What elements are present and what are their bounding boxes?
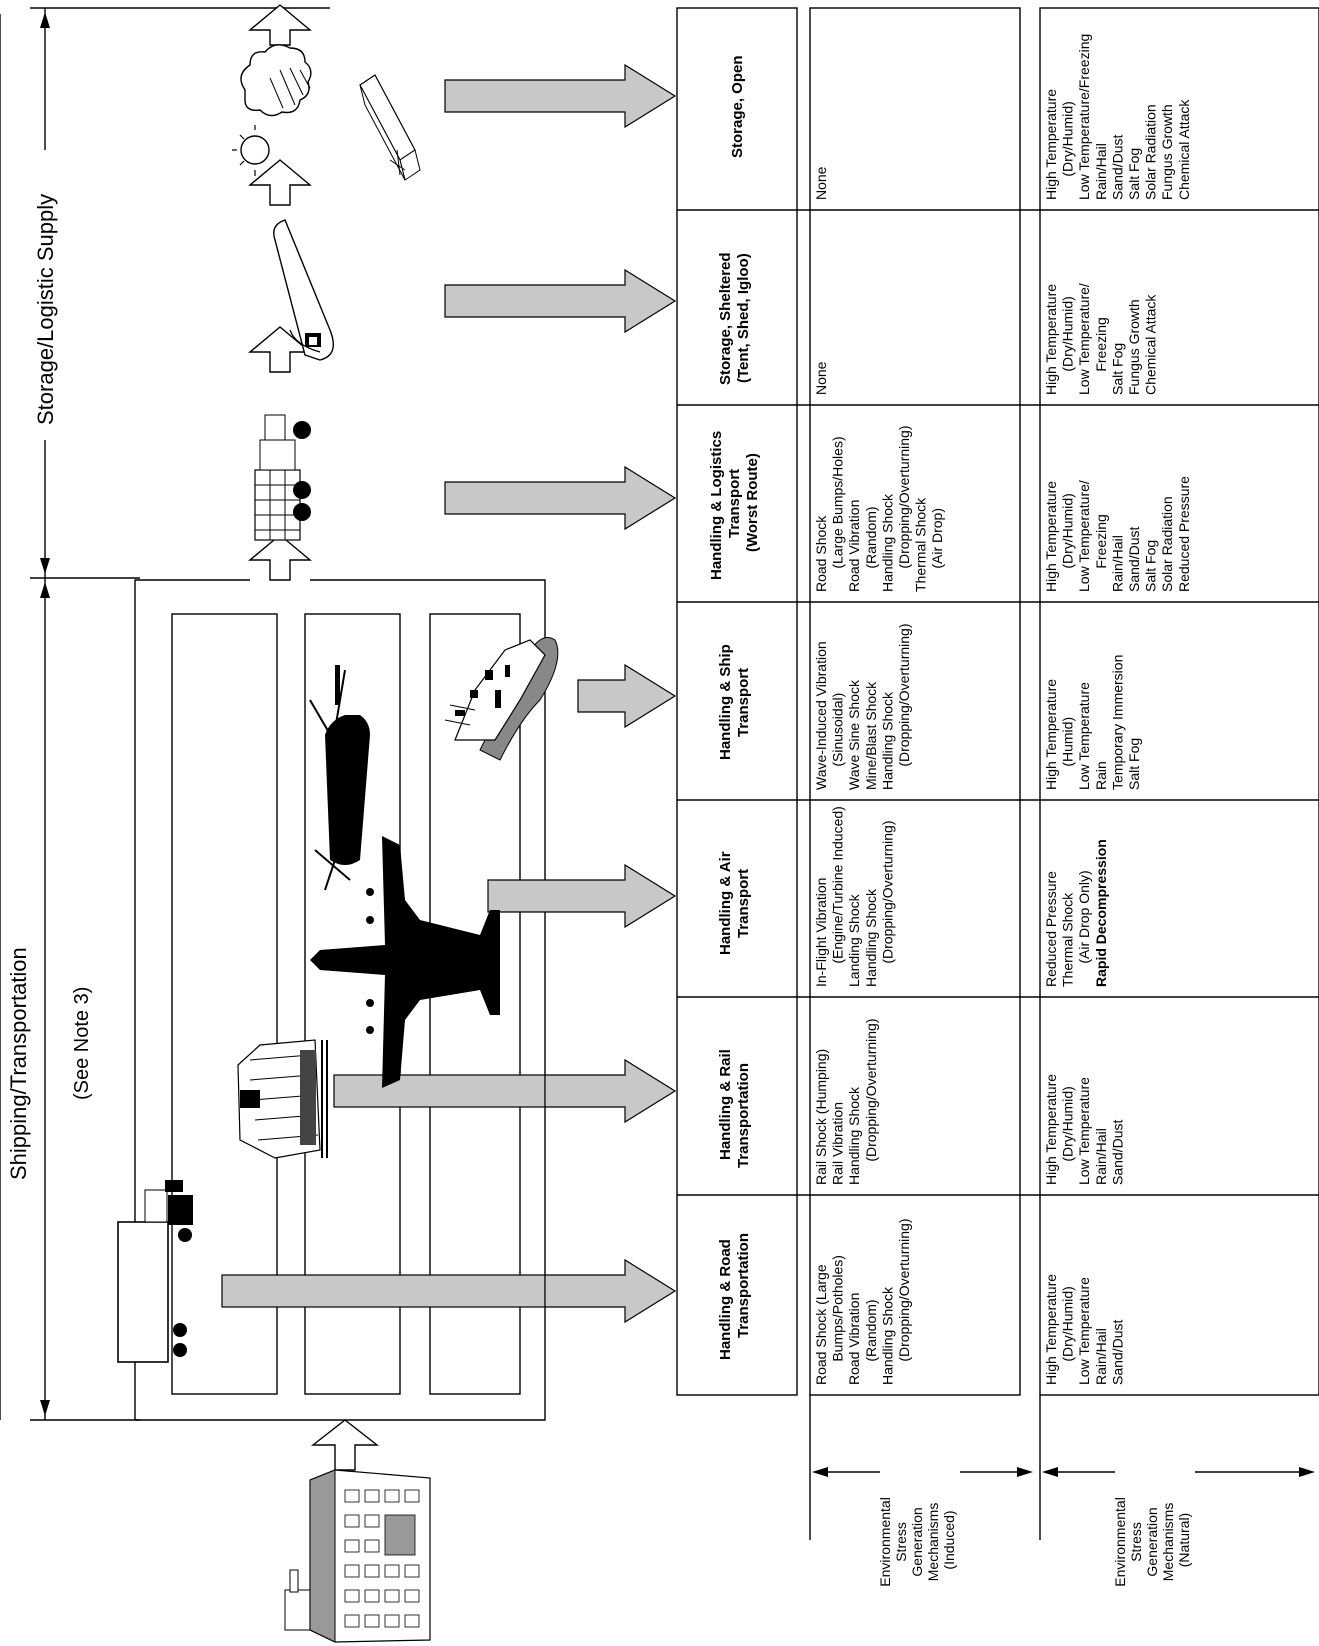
natural-cell-road: High Temperature (Dry/Humid)Low Temperat… — [1043, 1274, 1125, 1385]
svg-text:Environmental Stress: Environmental Stress Generation Mechanis… — [1112, 1493, 1192, 1586]
rapid-decompression-label: Rapid Decompression — [1093, 839, 1109, 987]
induced-cell-logistics: Road Shock (Large Bumps/Holes)Road Vibra… — [813, 425, 945, 592]
train-icon — [237, 1039, 328, 1159]
header-ship: Handling & ShipTransport — [717, 644, 752, 760]
span-label-shipping: Shipping/Transportation — [6, 947, 31, 1180]
induced-cells: Road Shock (Large Bumps/Potholes)Road Vi… — [813, 166, 945, 1385]
natural-cells: High Temperature (Dry/Humid)Low Temperat… — [1043, 34, 1192, 1385]
header-air: Handling & AirTransport — [717, 851, 752, 955]
svg-text:Environmental Stress: Environmental Stress Generation Mechanis… — [877, 1493, 957, 1586]
span-label-storage: Storage/Logistic Supply — [33, 194, 58, 425]
factory-icon — [284, 1469, 431, 1643]
ship-icon — [444, 637, 559, 761]
induced-cell-ship: Wave-Induced Vibration (Sinusoidal)Wave … — [813, 623, 912, 790]
gray-arrows — [221, 63, 677, 1324]
natural-cell-air: Reduced PressureThermal Shock (Air Drop … — [1043, 839, 1109, 987]
airplane-icon — [310, 836, 500, 1088]
header-road: Handling & RoadTransportation — [717, 1233, 752, 1360]
flow-lanes — [134, 4, 546, 1471]
truck-icon — [117, 1180, 193, 1363]
natural-cell-rail: High Temperature (Dry/Humid)Low Temperat… — [1043, 1074, 1125, 1185]
column-headers: Handling & RoadTransportation Handling &… — [708, 55, 761, 1360]
see-note-label: (See Note 3) — [71, 987, 93, 1100]
storage-shelter-icon — [273, 219, 334, 361]
induced-cell-road: Road Shock (Large Bumps/Potholes)Road Vi… — [813, 1218, 912, 1385]
span-indicators: Storage/Logistic Supply Shipping/Transpo… — [0, 7, 330, 1421]
header-sheltered: Storage, Sheltered(Tent, Shed, Igloo) — [717, 252, 752, 385]
military-truck-icon — [254, 414, 311, 541]
crate-stack-icon — [359, 74, 421, 181]
natural-cell-open: High Temperature (Dry/Humid)Low Temperat… — [1043, 34, 1192, 200]
natural-cell-sheltered: High Temperature (Dry/Humid)Low Temperat… — [1043, 283, 1159, 395]
weather-icon — [232, 44, 312, 176]
induced-cell-rail: Rail Shock (Humping)Rail VibrationHandli… — [813, 1018, 879, 1185]
stress-table — [676, 7, 1319, 1540]
header-open: Storage, Open — [729, 55, 746, 158]
row-label-induced: Environmental Stress Generation Mechanis… — [812, 1467, 1033, 1587]
row-label-natural: Environmental Stress Generation Mechanis… — [1042, 1467, 1315, 1587]
header-logistics: Handling & LogisticsTransport(Worst Rout… — [708, 431, 761, 580]
induced-cell-open: None — [813, 166, 829, 200]
header-rail: Handling & RailTransportation — [717, 1049, 752, 1168]
induced-cell-air: In-Flight Vibration (Engine/Turbine Indu… — [813, 806, 895, 987]
natural-cell-ship: High Temperature (Humid)Low TemperatureR… — [1043, 655, 1142, 790]
induced-cell-sheltered: None — [813, 361, 829, 395]
natural-cell-logistics: High Temperature (Dry/Humid)Low Temperat… — [1043, 476, 1192, 592]
helicopter-icon — [309, 665, 370, 891]
